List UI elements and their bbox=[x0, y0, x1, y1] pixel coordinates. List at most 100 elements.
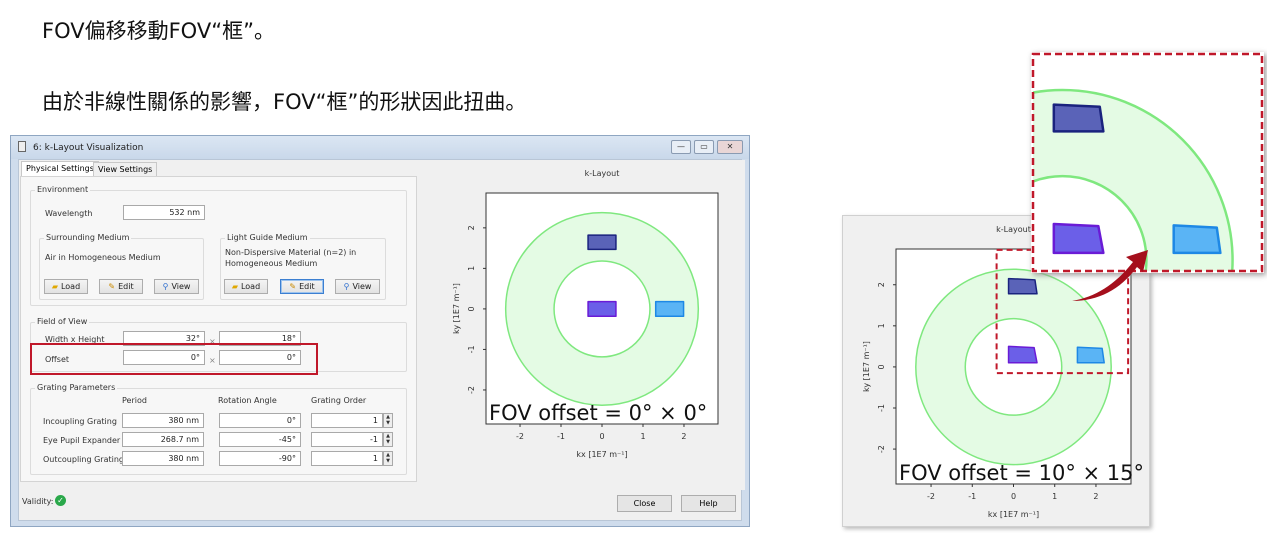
y-tick-label: 1 bbox=[877, 323, 886, 328]
light-guide-text-2: Homogeneous Medium bbox=[225, 259, 318, 268]
physical-settings-panel bbox=[20, 176, 417, 482]
x-tick-label: 0 bbox=[1011, 492, 1016, 501]
outer-circle bbox=[504, 211, 700, 406]
environment-legend: Environment bbox=[35, 185, 91, 194]
surrounding-edit-button[interactable]: ✎Edit bbox=[99, 279, 143, 294]
grating-order-input[interactable]: -1 bbox=[311, 432, 383, 447]
magnifier-icon: ⚲ bbox=[343, 282, 350, 291]
grating-order-input[interactable]: 1 bbox=[311, 451, 383, 466]
outcoupling-fov bbox=[654, 300, 685, 317]
grating-angle-input[interactable]: -90° bbox=[219, 451, 301, 466]
grating-order-spinner[interactable]: ▲▼ bbox=[383, 432, 393, 447]
y-tick-label: -2 bbox=[877, 445, 886, 453]
environment-group bbox=[30, 190, 407, 306]
restore-button[interactable]: ▭ bbox=[694, 140, 714, 154]
help-button[interactable]: Help bbox=[681, 495, 736, 512]
plot-title: k-Layout bbox=[585, 169, 620, 178]
outer-circle bbox=[915, 268, 1112, 466]
grating-group bbox=[30, 388, 407, 475]
y-tick-label: 2 bbox=[877, 282, 886, 287]
fov-legend: Field of View bbox=[35, 317, 90, 326]
outer-circle bbox=[1033, 88, 1234, 271]
grating-order-spinner[interactable]: ▲▼ bbox=[383, 451, 393, 466]
y-tick-label: 1 bbox=[467, 266, 476, 271]
header-grating-order: Grating Order bbox=[311, 396, 367, 405]
grating-row-name: Eye Pupil Expander bbox=[43, 436, 121, 445]
fov-offset-y-input[interactable]: 0° bbox=[219, 350, 301, 365]
x-tick-label: -1 bbox=[968, 492, 976, 501]
header-rotation-angle: Rotation Angle bbox=[218, 396, 277, 405]
tab-view-settings[interactable]: View Settings bbox=[93, 162, 158, 176]
app-icon bbox=[18, 141, 26, 152]
y-tick-label: -1 bbox=[467, 345, 476, 353]
fov-offset-label: Offset bbox=[45, 355, 70, 364]
fov-height-input[interactable]: 18° bbox=[219, 331, 301, 346]
grating-legend: Grating Parameters bbox=[35, 383, 118, 392]
y-tick-label: -1 bbox=[877, 404, 886, 412]
x-tick-label: 2 bbox=[1093, 492, 1098, 501]
load-label: Load bbox=[240, 282, 261, 291]
view-label: View bbox=[171, 282, 191, 291]
fov-width-input[interactable]: 32° bbox=[123, 331, 205, 346]
light-guide-load-button[interactable]: ▰Load bbox=[224, 279, 268, 294]
light-guide-medium-legend: Light Guide Medium bbox=[225, 233, 310, 242]
edit-label: Edit bbox=[118, 282, 134, 291]
grating-period-input[interactable]: 380 nm bbox=[122, 451, 204, 466]
plot-title: k-Layout bbox=[996, 225, 1031, 234]
wavelength-input[interactable]: 532 nm bbox=[123, 205, 205, 220]
curved-arrow-icon bbox=[1072, 250, 1148, 301]
grating-order-input[interactable]: 1 bbox=[311, 413, 383, 428]
x-tick-label: -1 bbox=[557, 432, 565, 441]
folder-icon: ▰ bbox=[231, 282, 238, 291]
y-axis-label: ky [1E7 m⁻¹] bbox=[862, 341, 871, 392]
outcoupling-fov bbox=[1076, 346, 1105, 364]
grating-period-input[interactable]: 380 nm bbox=[122, 413, 204, 428]
incoupling-fov bbox=[1007, 345, 1038, 364]
slide-line-2: 由於非線性關係的影響，FOV“框”的形狀因此扭曲。 bbox=[42, 90, 527, 114]
times-sign: × bbox=[209, 337, 216, 346]
light-guide-text-1: Non-Dispersive Material (n=2) in bbox=[225, 248, 357, 257]
fov-offset-annotation: FOV offset = 0° × 0° bbox=[489, 401, 707, 425]
ring-region bbox=[915, 269, 1112, 465]
checkmark-icon: ✓ bbox=[55, 495, 66, 506]
grating-angle-input[interactable]: -45° bbox=[219, 432, 301, 447]
eye-pupil-expander-fov bbox=[1052, 103, 1105, 133]
x-tick-label: 1 bbox=[1052, 492, 1057, 501]
surrounding-medium-text: Air in Homogeneous Medium bbox=[45, 253, 161, 262]
x-tick-label: 1 bbox=[640, 432, 645, 441]
view-label: View bbox=[352, 282, 372, 291]
surrounding-medium-legend: Surrounding Medium bbox=[44, 233, 132, 242]
magnifier-icon: ⚲ bbox=[162, 282, 169, 291]
wavelength-label: Wavelength bbox=[45, 209, 93, 218]
inset-frame bbox=[1031, 52, 1264, 273]
x-axis-label: kx [1E7 m⁻¹] bbox=[576, 450, 627, 459]
surrounding-view-button[interactable]: ⚲View bbox=[154, 279, 199, 294]
eye-pupil-expander-fov bbox=[1007, 277, 1038, 295]
close-window-button[interactable]: ✕ bbox=[717, 140, 743, 154]
grating-order-spinner[interactable]: ▲▼ bbox=[383, 413, 393, 428]
validity-label: Validity: bbox=[22, 497, 54, 506]
y-tick-label: 0 bbox=[877, 364, 886, 369]
y-axis-label: ky [1E7 m⁻¹] bbox=[452, 283, 461, 334]
times-sign: × bbox=[209, 356, 216, 365]
load-label: Load bbox=[60, 282, 81, 291]
offset-highlight-box bbox=[30, 343, 318, 375]
incoupling-fov bbox=[1052, 222, 1105, 255]
edit-label: Edit bbox=[299, 282, 315, 291]
minimize-button[interactable]: — bbox=[671, 140, 691, 154]
y-tick-label: 0 bbox=[467, 306, 476, 311]
light-guide-view-button[interactable]: ⚲View bbox=[335, 279, 380, 294]
surrounding-load-button[interactable]: ▰Load bbox=[44, 279, 88, 294]
close-button[interactable]: Close bbox=[617, 495, 672, 512]
pencil-icon: ✎ bbox=[108, 282, 116, 291]
window-title: 6: k-Layout Visualization bbox=[33, 143, 144, 153]
grating-angle-input[interactable]: 0° bbox=[219, 413, 301, 428]
incoupling-fov bbox=[587, 300, 617, 317]
ring-region bbox=[505, 212, 699, 406]
fov-offset-x-input[interactable]: 0° bbox=[123, 350, 205, 365]
light-guide-edit-button[interactable]: ✎Edit bbox=[280, 279, 324, 294]
grating-period-input[interactable]: 268.7 nm bbox=[122, 432, 204, 447]
